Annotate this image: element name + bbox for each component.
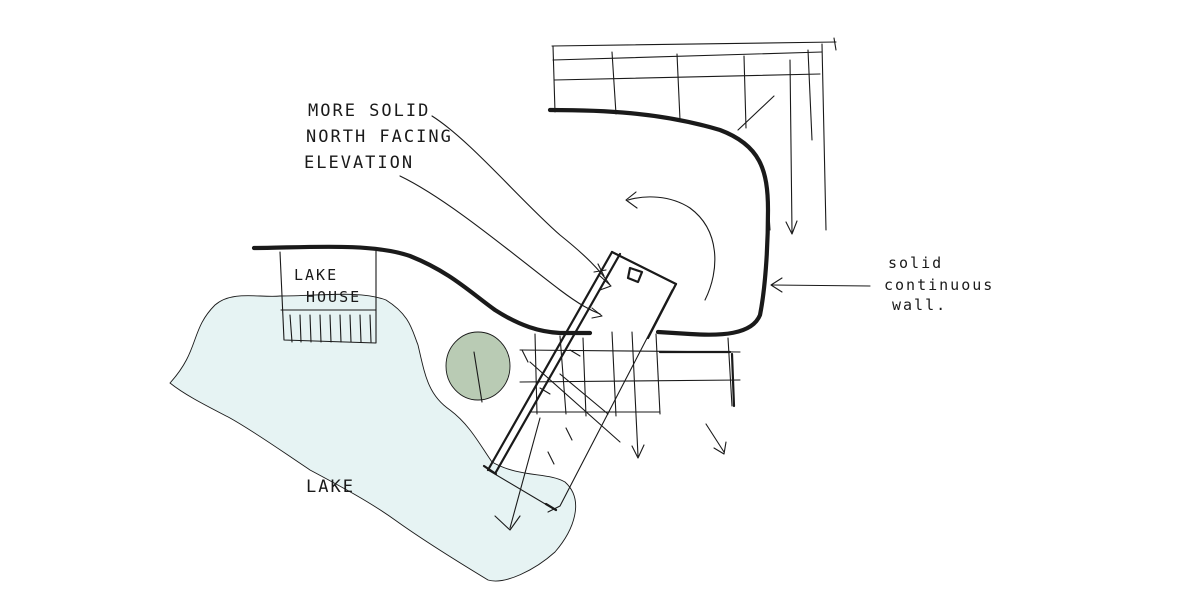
circulation-arrow (627, 196, 716, 301)
tree-trunk-line (473, 351, 483, 403)
lake-house-line-1: LAKE (294, 266, 338, 284)
solid-wall-note: solid continuous wall. (884, 254, 994, 314)
note-line-2: NORTH FACING (306, 127, 453, 147)
north-elevation-leader-2 (399, 175, 601, 315)
north-elevation-note: MORE SOLID NORTH FACING ELEVATION (304, 101, 453, 173)
wall-note-line-3: wall. (892, 296, 947, 314)
north-elevation-leader-1 (431, 115, 611, 286)
continuous-wall-north (547, 107, 771, 337)
lake-house-line-2: HOUSE (306, 288, 361, 306)
wall-note-line-2: continuous (884, 276, 994, 294)
pier-structure (482, 250, 678, 513)
terrace-grid (494, 331, 741, 531)
continuous-wall-south (251, 244, 593, 336)
note-line-3: ELEVATION (304, 153, 414, 173)
lake-house-label: LAKE HOUSE (294, 266, 361, 306)
north-building-grid (551, 37, 837, 235)
note-line-1: MORE SOLID (308, 101, 430, 121)
wall-note-line-1: solid (888, 254, 943, 272)
lake-house-block (279, 249, 377, 344)
solid-wall-leader (771, 284, 871, 287)
lake-label: LAKE (306, 477, 355, 497)
tree-canopy (445, 331, 511, 401)
